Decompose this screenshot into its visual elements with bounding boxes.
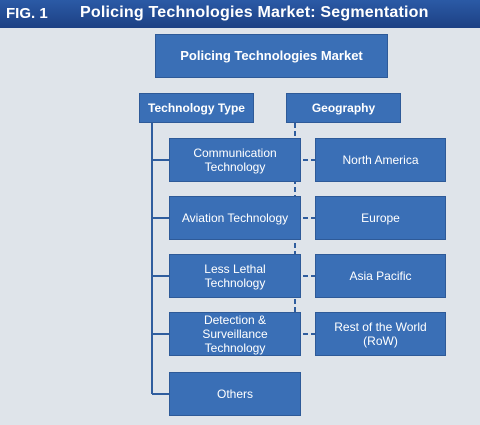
geo-item-node: Europe xyxy=(315,196,446,240)
figure-title: Policing Technologies Market: Segmentati… xyxy=(80,4,429,21)
technology-type-node: Technology Type xyxy=(139,93,254,123)
geo-item-node: Asia Pacific xyxy=(315,254,446,298)
figure-label: FIG. 1 xyxy=(6,5,48,22)
root-node: Policing Technologies Market xyxy=(155,34,388,78)
geography-node: Geography xyxy=(286,93,401,123)
tech-item-node: Communication Technology xyxy=(169,138,301,182)
tech-item-node: Detection & Surveillance Technology xyxy=(169,312,301,356)
geo-item-node: Rest of the World (RoW) xyxy=(315,312,446,356)
tech-item-node: Others xyxy=(169,372,301,416)
geo-item-node: North America xyxy=(315,138,446,182)
tech-item-node: Less Lethal Technology xyxy=(169,254,301,298)
tech-item-node: Aviation Technology xyxy=(169,196,301,240)
segmentation-diagram: Policing Technologies Market Technology … xyxy=(0,28,480,425)
figure-header: FIG. 1 Policing Technologies Market: Seg… xyxy=(0,0,480,28)
